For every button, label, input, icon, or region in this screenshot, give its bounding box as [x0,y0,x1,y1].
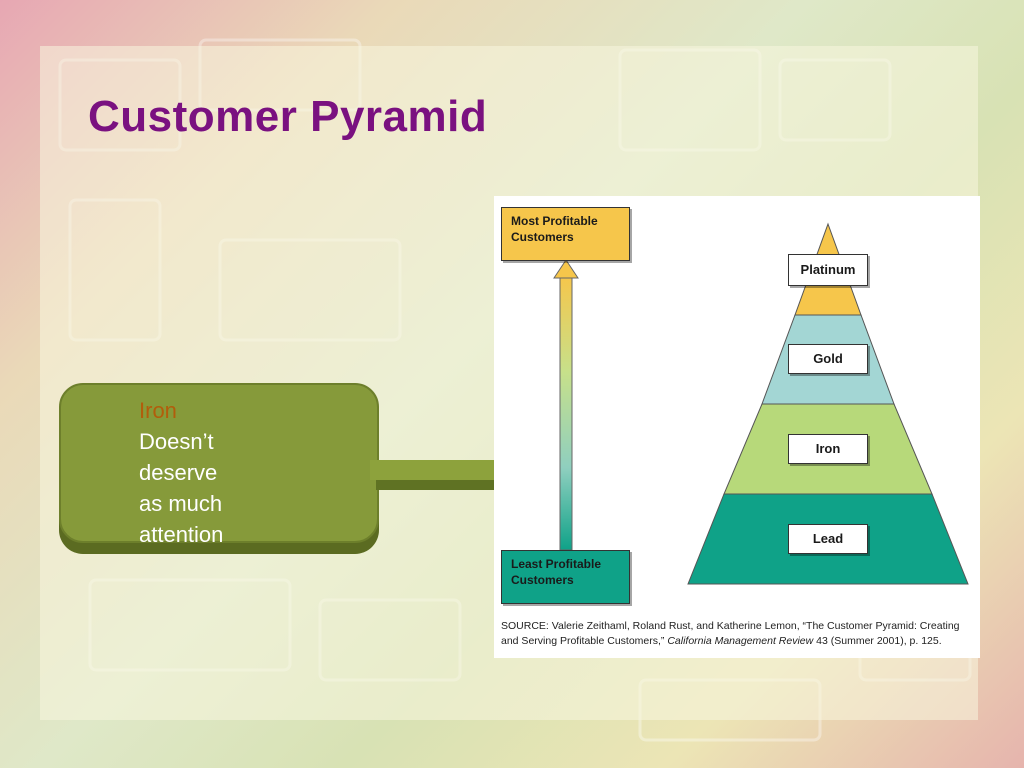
callout-line-1: Doesn’t [139,429,214,454]
source-citation: SOURCE: Valerie Zeithaml, Roland Rust, a… [501,619,976,649]
callout-highlight: Iron [139,398,177,423]
callout-line-3: as much [139,491,223,516]
tier-label-platinum: Platinum [788,254,868,286]
callout-text: Iron Doesn’t deserve as much attention [139,395,339,550]
callout-line-2: deserve [139,460,218,485]
callout-line-4: attention [139,522,224,547]
vertical-gradient-arrow [553,259,579,551]
most-profitable-box: Most Profitable Customers [501,207,630,261]
least-profitable-line-1: Least Profitable [511,557,602,571]
tier-label-gold: Gold [788,344,868,374]
slide-title: Customer Pyramid [88,92,488,141]
source-suffix: 43 (Summer 2001), p. 125. [816,635,942,647]
tier-label-lead: Lead [788,524,868,554]
source-prefix: SOURCE: Valerie Zeithaml, Roland Rust, a… [501,620,960,647]
customer-pyramid-figure: Most Profitable Customers Least Profitab… [494,196,980,658]
source-journal: California Management Review [667,635,814,647]
most-profitable-line-1: Most Profitable [511,214,598,228]
least-profitable-line-2: Customers [511,573,574,587]
iron-callout-box: Iron Doesn’t deserve as much attention [59,383,379,547]
tier-label-iron: Iron [788,434,868,464]
least-profitable-box: Least Profitable Customers [501,550,630,604]
most-profitable-line-2: Customers [511,230,574,244]
